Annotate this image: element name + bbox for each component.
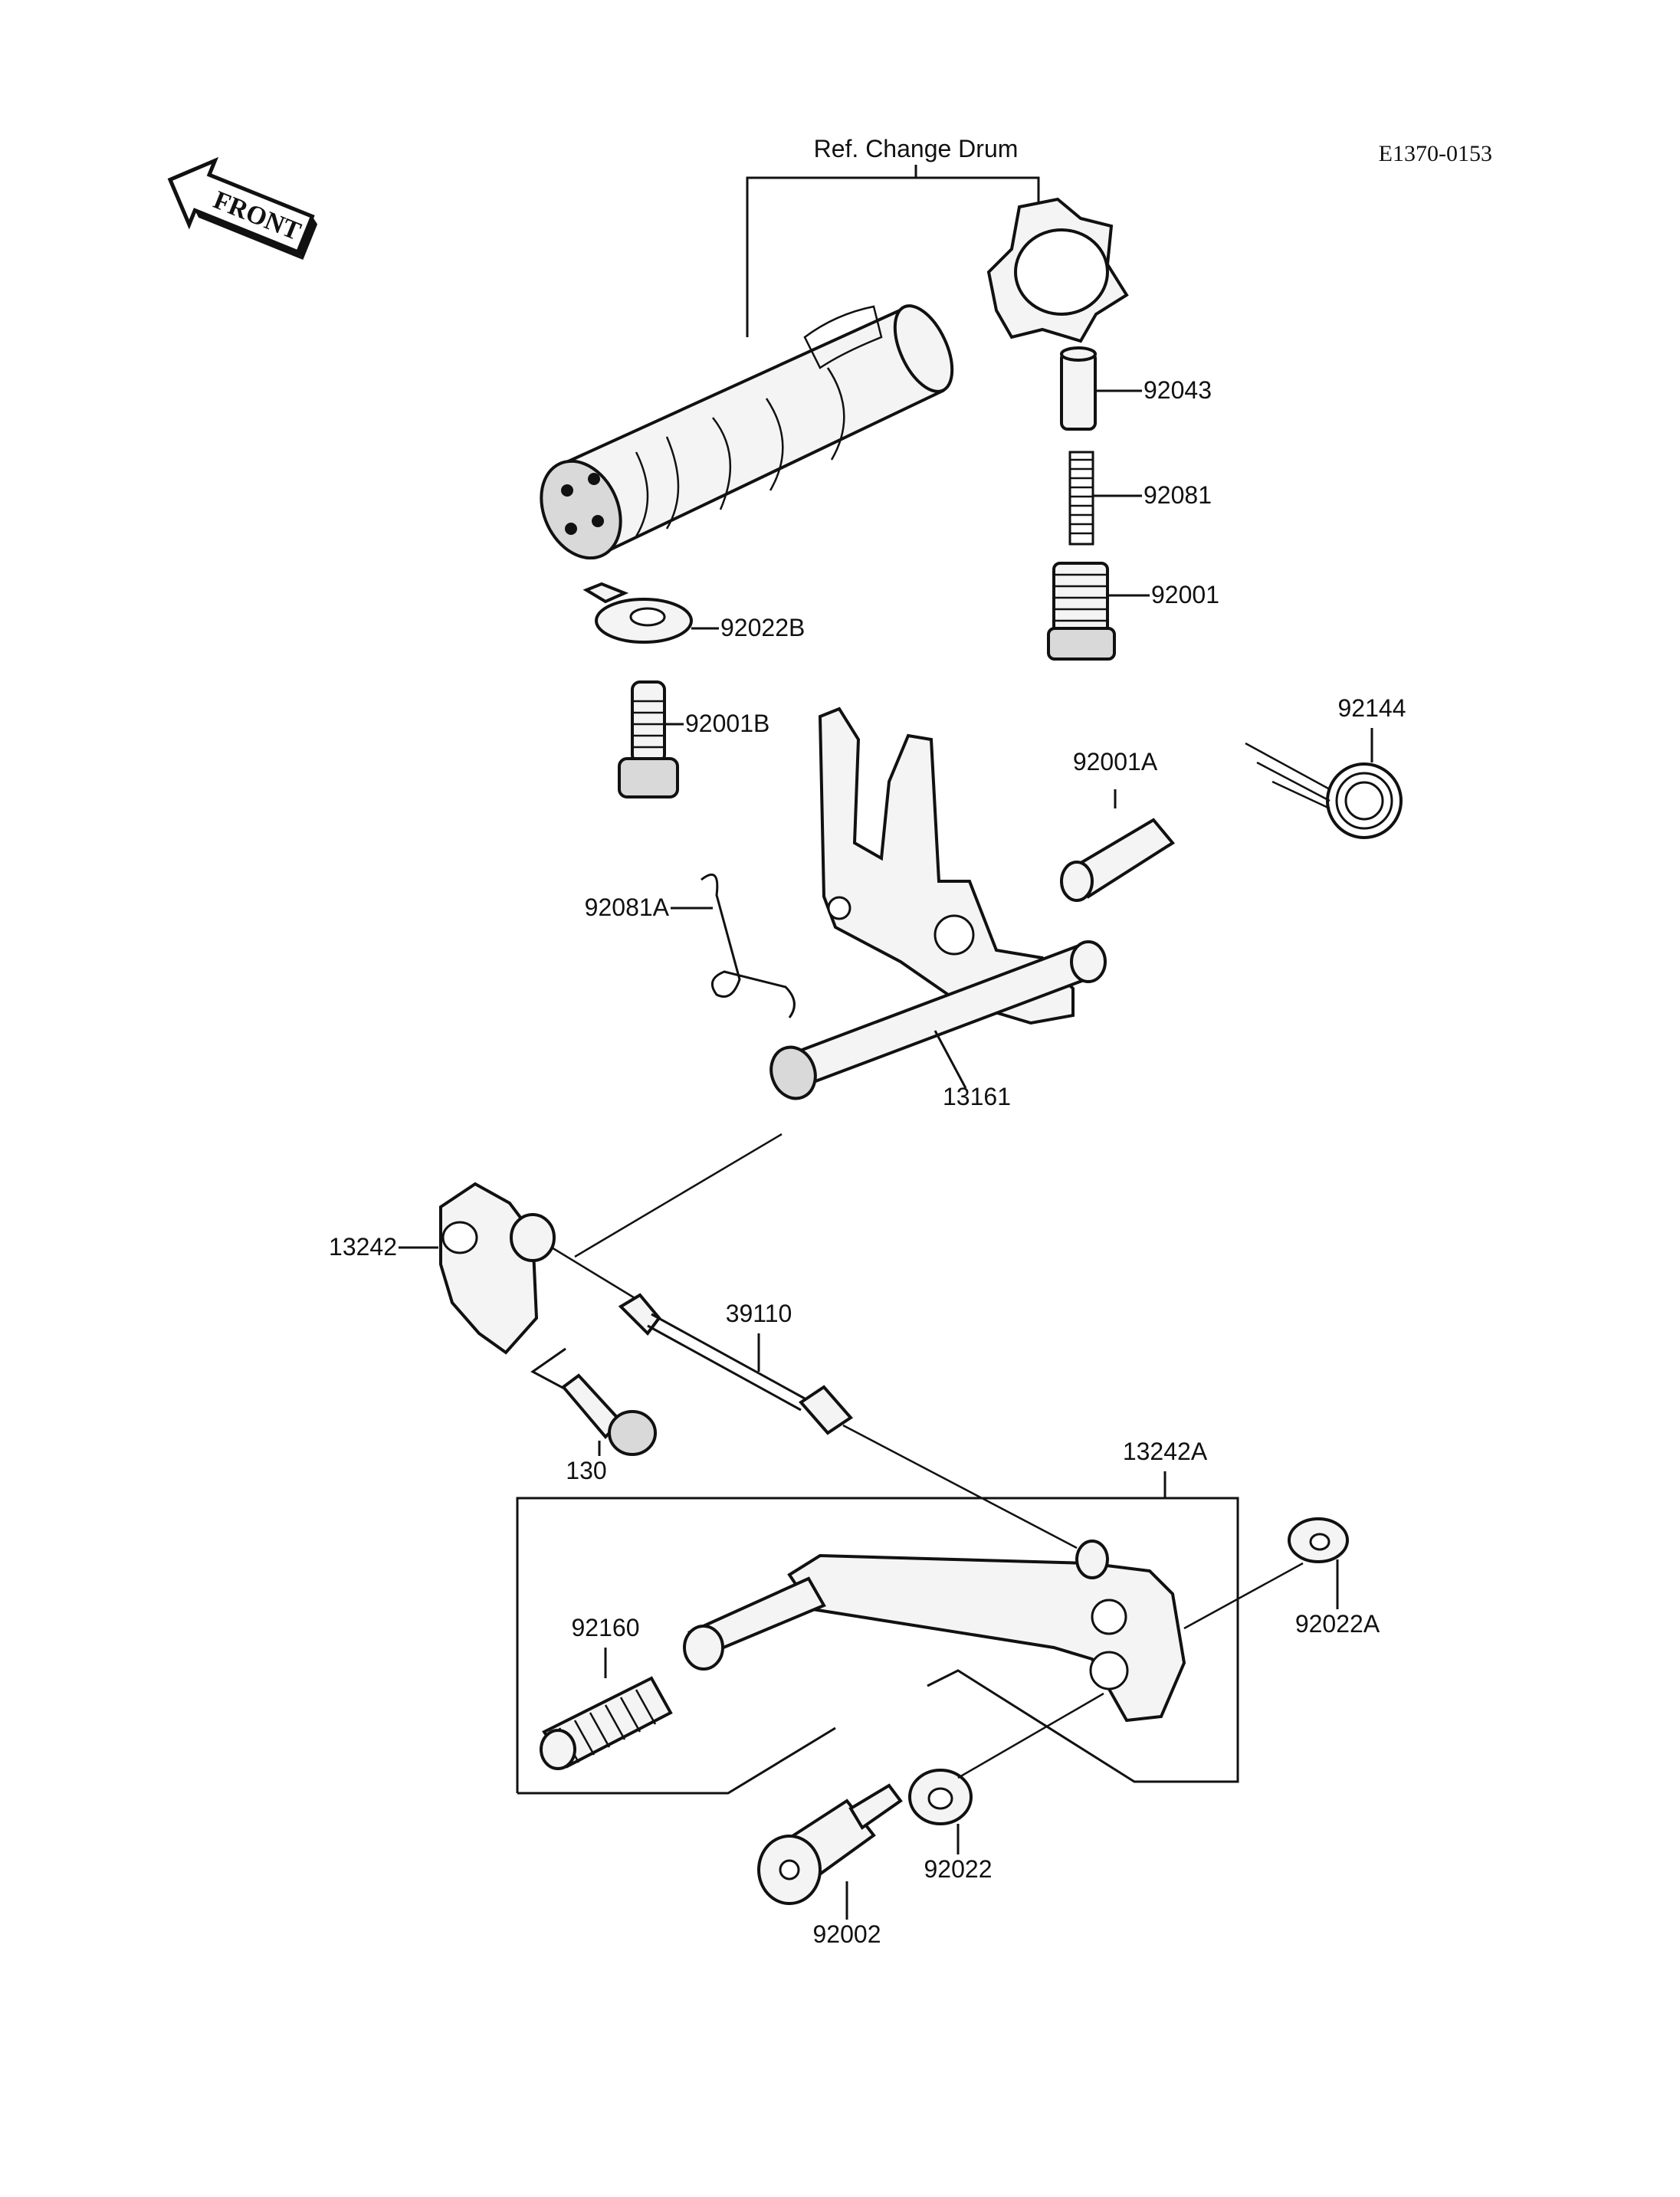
part-39110-rod: [618, 1293, 854, 1435]
label-92081A: 92081A: [585, 894, 670, 921]
label-92022: 92022: [924, 1855, 993, 1883]
label-92022A: 92022A: [1295, 1610, 1380, 1638]
label-92144: 92144: [1338, 694, 1406, 722]
label-13161: 13161: [943, 1083, 1011, 1110]
part-92001A-stud: [1060, 789, 1175, 902]
label-130: 130: [566, 1457, 606, 1484]
label-92160: 92160: [572, 1614, 640, 1641]
doc-id-label: E1370-0153: [1379, 141, 1492, 166]
part-92022A-washer: [1183, 1517, 1349, 1630]
part-130-bolt: [530, 1347, 657, 1456]
part-92022B-washer: [582, 582, 719, 644]
part-92144-spring: [1245, 728, 1403, 839]
part-92160-rubber: [540, 1648, 673, 1770]
part-92081A-spring: [671, 873, 796, 1018]
label-92022B: 92022B: [720, 614, 805, 641]
front-arrow-icon: FRONT: [167, 156, 318, 261]
part-92043-pin: [1060, 346, 1142, 431]
shift-mechanism-arm: [818, 707, 1075, 1025]
label-92001: 92001: [1151, 581, 1219, 608]
label-92002: 92002: [813, 1920, 881, 1948]
shift-pedal: [683, 1540, 1186, 1723]
label-13242: 13242: [329, 1233, 397, 1261]
label-92001A: 92001A: [1073, 748, 1158, 776]
part-13242-joint: [399, 1182, 556, 1355]
part-13161-shaft: [769, 940, 1107, 1100]
label-92081: 92081: [1144, 481, 1212, 509]
ref-change-drum-label: Ref. Change Drum: [814, 135, 1019, 162]
drum-star-plate: [986, 197, 1129, 343]
label-13242A: 13242A: [1123, 1438, 1208, 1465]
part-92001-plug: [1047, 562, 1150, 661]
part-92081-spring: [1068, 451, 1142, 546]
ref-bracket: [746, 165, 1040, 337]
change-drum: [540, 304, 954, 560]
part-92001B-bolt: [618, 680, 684, 798]
pedal-group-bracket: [516, 1471, 1239, 1795]
part-92022-washer: [908, 1692, 1104, 1854]
label-92043: 92043: [1144, 376, 1212, 404]
label-39110: 39110: [726, 1300, 792, 1327]
part-92002-bolt: [757, 1783, 903, 1920]
label-92001B: 92001B: [685, 710, 769, 737]
alignment-lines: [547, 1133, 1078, 1549]
